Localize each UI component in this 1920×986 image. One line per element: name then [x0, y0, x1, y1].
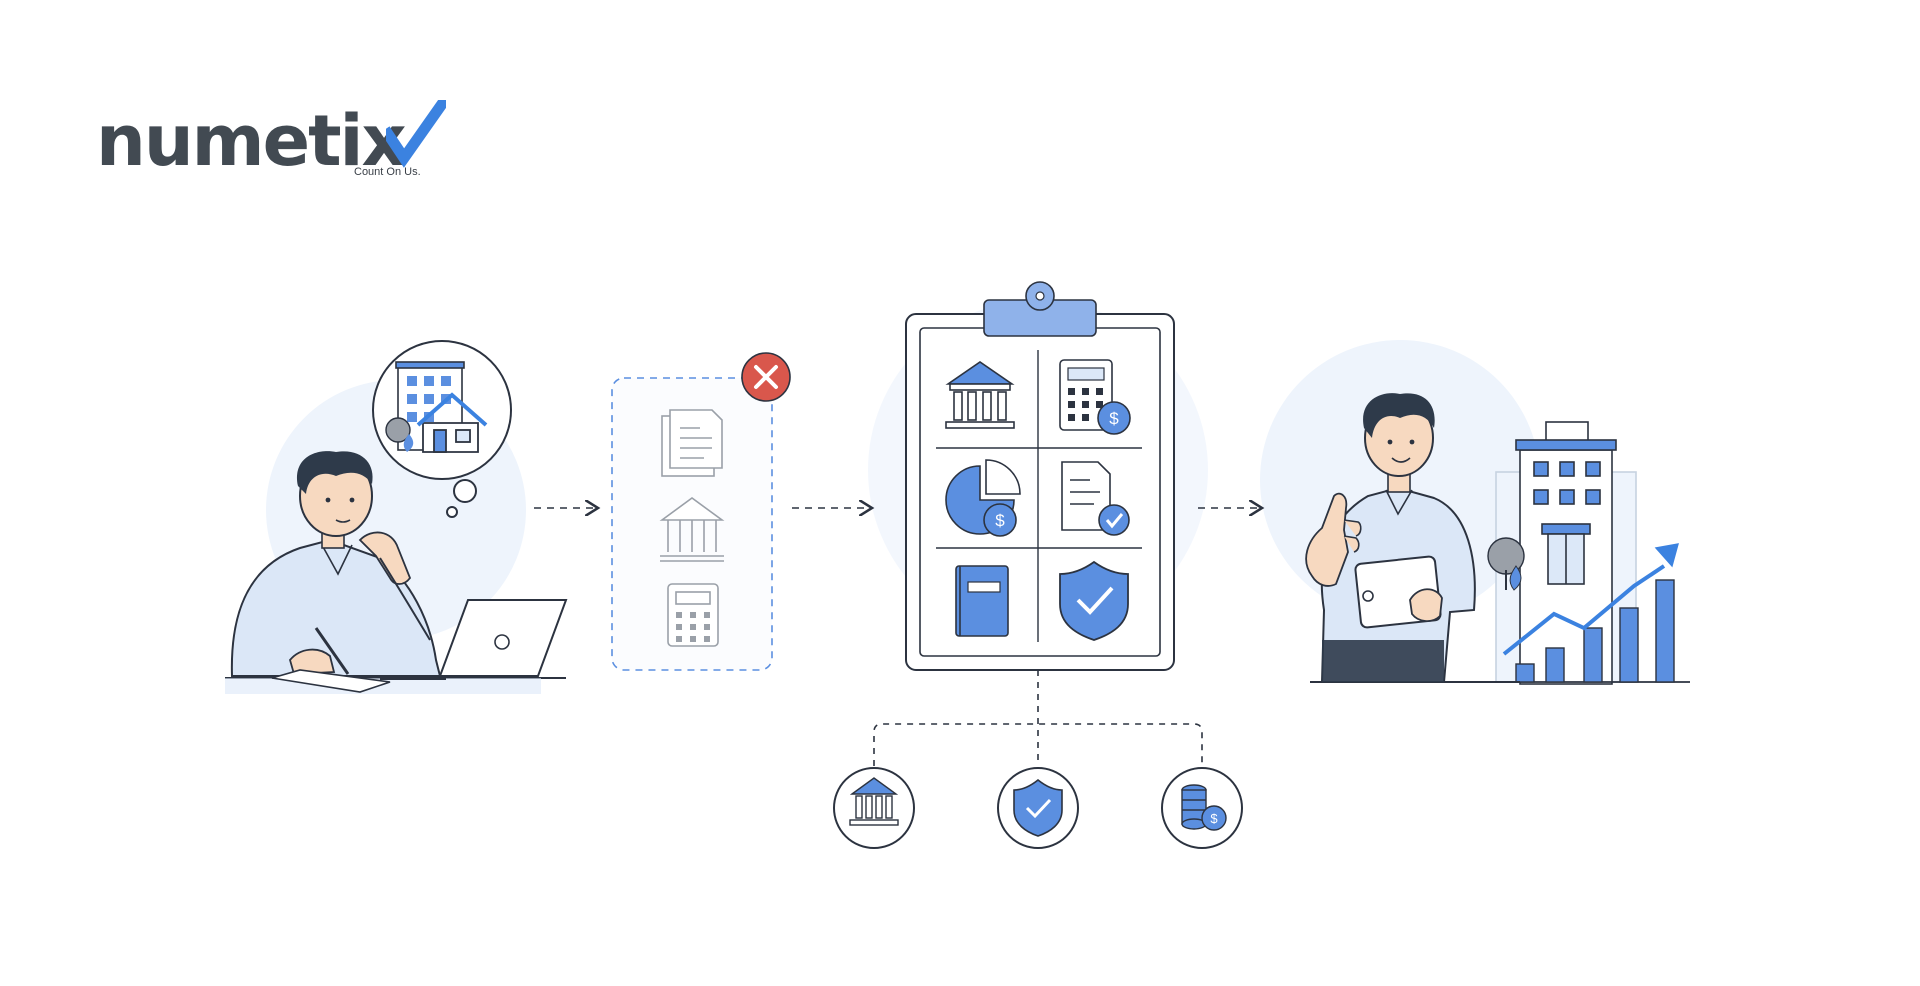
svg-text:$: $: [1109, 409, 1119, 428]
checklist-clipboard: $ $: [905, 281, 1175, 671]
bank-icon: [659, 497, 725, 562]
branch-connectors: [873, 670, 1203, 766]
thumbs-up-icon: [1305, 492, 1362, 587]
pie-chart-dollar-icon: $: [945, 459, 1021, 537]
bank-icon: [945, 361, 1015, 429]
successful-owner-figure: [1305, 393, 1690, 685]
checkmark-icon: [386, 100, 446, 168]
tree-icon: [1487, 537, 1525, 591]
branch-coins-circle: $: [1161, 767, 1243, 849]
branch-shield-circle: [997, 767, 1079, 849]
close-icon: [741, 352, 791, 402]
svg-text:$: $: [995, 511, 1005, 530]
office-building-icon: [1495, 421, 1637, 685]
laptop-icon: [380, 599, 568, 680]
owner-thinking-figure: [225, 340, 568, 694]
rejected-documents-panel: [611, 352, 791, 671]
calculator-dollar-icon: $: [1059, 359, 1131, 435]
bank-icon: [849, 777, 899, 826]
document-check-icon: [1061, 461, 1130, 536]
branch-bank-circle: [833, 767, 915, 849]
tablet-icon: [1354, 555, 1443, 629]
brand-name: numetix: [96, 100, 407, 182]
svg-text:$: $: [1210, 811, 1218, 826]
shield-check-icon: [1059, 560, 1129, 641]
brand-logo: numetix Count On Us.: [96, 96, 446, 186]
tree-icon: [385, 417, 414, 452]
growth-chart-icon: [1498, 543, 1690, 683]
calculator-icon: [667, 583, 719, 647]
shield-check-icon: [1013, 778, 1063, 837]
documents-icon: [661, 409, 723, 477]
brand-tagline: Count On Us.: [354, 166, 421, 178]
house-icon: [416, 392, 488, 453]
ledger-book-icon: [955, 565, 1009, 637]
coins-dollar-icon: $: [1181, 784, 1227, 831]
